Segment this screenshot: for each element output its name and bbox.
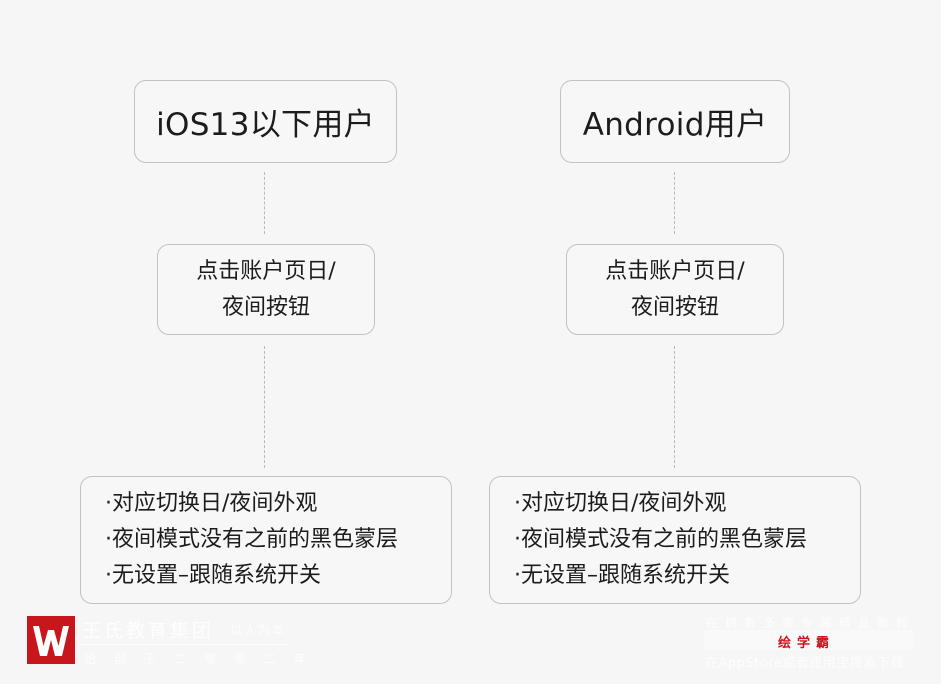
watermark-right-band	[704, 630, 914, 650]
ios-result-3: ·无设置–跟随系统开关	[105, 563, 321, 588]
ios-result-1: ·对应切换日/夜间外观	[105, 491, 318, 516]
ios-action-line-1: 点击账户页日/	[196, 258, 336, 284]
watermark-right-brand: 绘学霸	[778, 636, 836, 651]
watermark-left-sub: 始创于二零零二年	[84, 652, 325, 666]
connector-ios-1	[264, 172, 265, 234]
connector-android-2	[674, 346, 675, 468]
watermark-divider	[82, 644, 287, 645]
wangshi-logo-icon	[27, 616, 75, 664]
ios-user-box: iOS13以下用户	[134, 80, 397, 163]
android-action-box: 点击账户页日/ 夜间按钮	[566, 244, 784, 335]
android-user-title: Android用户	[582, 107, 768, 143]
android-user-box: Android用户	[560, 80, 790, 163]
android-result-3: ·无设置–跟随系统开关	[514, 563, 730, 588]
ios-result-box: ·对应切换日/夜间外观 ·夜间模式没有之前的黑色蒙层 ·无设置–跟随系统开关	[80, 476, 452, 604]
android-action-line-1: 点击账户页日/	[605, 258, 745, 284]
android-result-2: ·夜间模式没有之前的黑色蒙层	[514, 527, 807, 552]
ios-action-line-2: 夜间按钮	[221, 294, 310, 320]
watermark-left-slogan: 以人为本	[230, 623, 287, 637]
android-result-box: ·对应切换日/夜间外观 ·夜间模式没有之前的黑色蒙层 ·无设置–跟随系统开关	[489, 476, 861, 604]
android-result-1: ·对应切换日/夜间外观	[514, 491, 727, 516]
connector-android-1	[674, 172, 675, 234]
watermark-right-bottom: 在AppStore或者应用宝搜索下载	[705, 656, 904, 671]
ios-action-box: 点击账户页日/ 夜间按钮	[157, 244, 375, 335]
ios-result-2: ·夜间模式没有之前的黑色蒙层	[105, 527, 398, 552]
watermark-right-top: 在拥有多家专属精品教程	[706, 616, 916, 630]
connector-ios-2	[264, 346, 265, 468]
ios-user-title: iOS13以下用户	[156, 107, 375, 143]
android-action-line-2: 夜间按钮	[630, 294, 719, 320]
watermark-left-brand: 王氏教育集团	[82, 620, 215, 642]
